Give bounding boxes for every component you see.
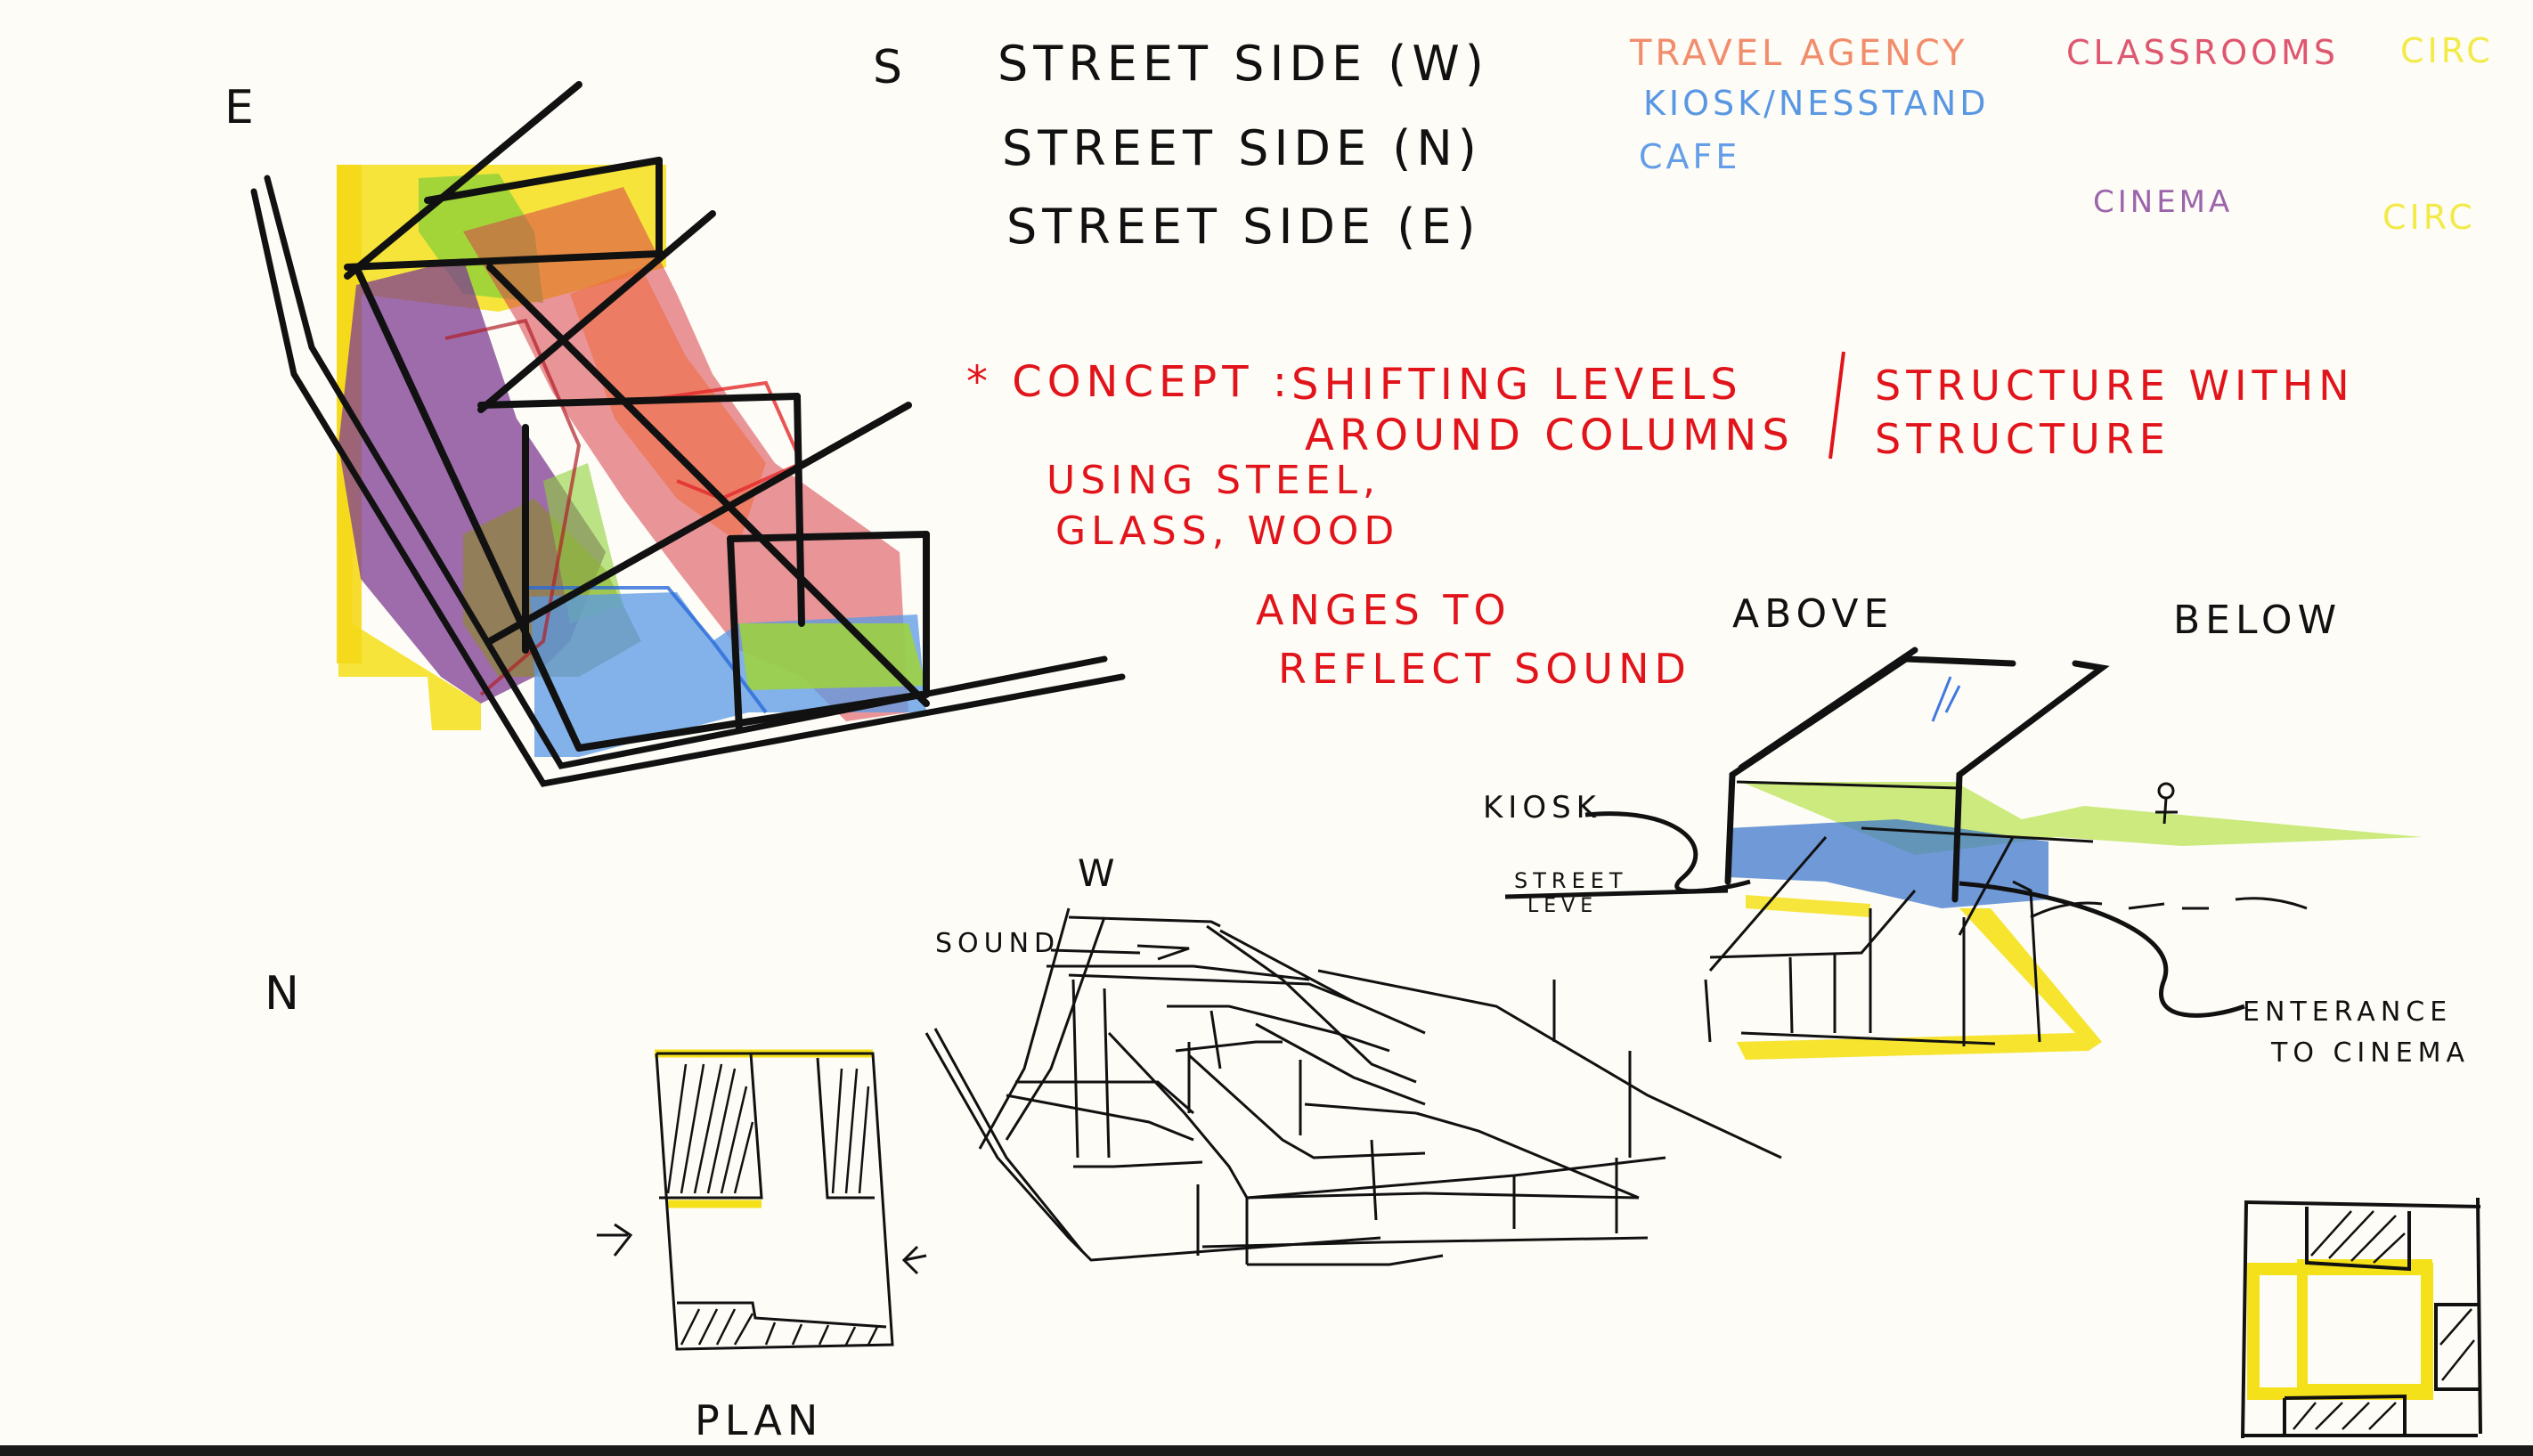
sound-arrow-icon (1050, 944, 1190, 961)
scan-edge-bar (0, 1445, 2533, 1456)
orientation-label-south: S (873, 41, 908, 94)
street-side-text: STREET SIDE (1002, 120, 1372, 176)
west-perspective-sketch (924, 907, 1782, 1266)
legend-kiosk-newsstand: KIOSK/NESSTAND (1643, 84, 1990, 123)
small-plan-diagram (2241, 1197, 2482, 1439)
orientation-label-east: E (224, 81, 259, 134)
label-sound: SOUND (935, 928, 1061, 959)
street-side-text: STREET SIDE (998, 36, 1368, 92)
street-side-w-label: STREET SIDE (W) (998, 40, 1489, 88)
label-entrance-1: ENTERANCE (2243, 996, 2453, 1028)
orientation-label-north: N (265, 967, 305, 1021)
legend-cinema: CINEMA (2093, 184, 2234, 220)
street-side-direction: (E) (1397, 199, 1481, 255)
orientation-label-west: W (1078, 851, 1120, 895)
street-side-n-label: STREET SIDE (N) (1002, 125, 1482, 173)
label-entrance-2: TO CINEMA (2271, 1037, 2471, 1069)
legend-travel-agency: TRAVEL AGENCY (1630, 33, 1968, 74)
label-street-level-1: STREET (1514, 868, 1628, 893)
street-side-text: STREET SIDE (1006, 199, 1377, 255)
street-side-direction: (N) (1392, 120, 1482, 176)
legend-cafe: CAFE (1639, 137, 1741, 176)
concept-right-line-1: STRUCTURE WITHN (1875, 362, 2355, 410)
legend-classrooms: CLASSROOMS (2066, 33, 2339, 72)
angles-line-1: ANGES TO (1256, 586, 1511, 634)
materials-line-2: GLASS, WOOD (1055, 508, 1400, 554)
legend-circ-lower: CIRC (2382, 198, 2476, 237)
legend-circ-upper: CIRC (2400, 31, 2494, 70)
materials-line-1: USING STEEL, (1047, 458, 1381, 503)
massing-axonometric (250, 81, 1126, 787)
floor-plan (597, 1049, 927, 1351)
section-sketch (1504, 647, 2423, 1060)
label-kiosk: KIOSK (1483, 790, 1601, 826)
angles-line-2: REFLECT SOUND (1278, 645, 1691, 693)
label-above: ABOVE (1732, 591, 1894, 637)
label-street-level-2: LEVE (1527, 895, 1599, 917)
concept-line-1: SHIFTING LEVELS (1291, 360, 1743, 410)
concept-right-line-2: STRUCTURE (1875, 415, 2171, 463)
concept-prefix: * CONCEPT : (966, 357, 1292, 407)
label-below: BELOW (2173, 598, 2342, 643)
concept-line-2: AROUND COLUMNS (1305, 411, 1795, 460)
street-side-direction: (W) (1388, 36, 1489, 92)
label-plan: PLAN (695, 1396, 824, 1444)
street-side-e-label: STREET SIDE (E) (1006, 203, 1481, 251)
